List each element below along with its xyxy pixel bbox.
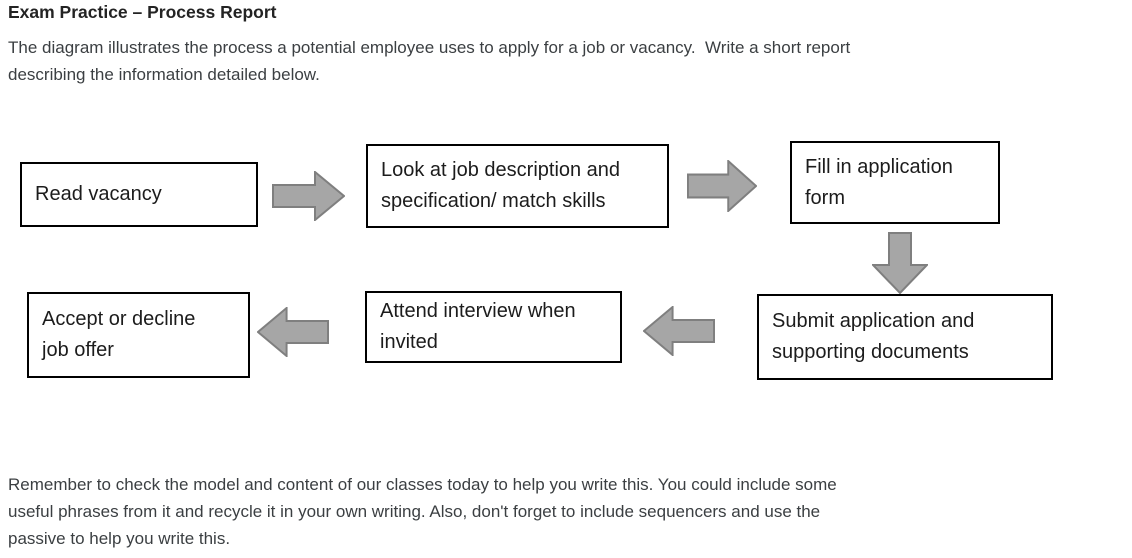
step-box-read-vacancy: Read vacancy [20,162,258,227]
footer-line-3: passive to help you write this. [8,529,231,548]
step-label-application-form: Fill in application form [805,155,953,209]
step-box-submit-application: Submit application and supporting docume… [757,294,1053,380]
left-arrow-icon [257,307,329,357]
page-title: Exam Practice – Process Report [8,2,277,22]
left-arrow-icon [643,306,715,356]
down-arrow-icon [872,232,928,294]
step-label-submit-application: Submit application and supporting docume… [772,310,975,363]
right-arrow-icon [272,171,345,221]
right-arrow-icon [687,160,757,212]
footer-line-1: Remember to check the model and content … [8,475,837,494]
process-flow-diagram: Read vacancy Look at job description and… [20,141,1053,380]
step-box-application-form: Fill in application form [790,141,1000,224]
intro-paragraph: The diagram illustrates the process a po… [8,34,850,88]
intro-line-2: describing the information detailed belo… [8,65,320,84]
step-label-attend-interview: Attend interview when invited [380,300,576,353]
intro-line-1: The diagram illustrates the process a po… [8,38,851,57]
step-box-accept-decline: Accept or decline job offer [27,292,250,378]
step-label-accept-decline: Accept or decline job offer [42,308,196,361]
step-box-attend-interview: Attend interview when invited [365,291,622,363]
step-label-job-description: Look at job description and specificatio… [381,159,621,212]
step-box-job-description: Look at job description and specificatio… [366,144,669,228]
step-label-read-vacancy: Read vacancy [35,183,162,205]
footer-paragraph: Remember to check the model and content … [8,471,837,552]
footer-line-2: useful phrases from it and recycle it in… [8,502,821,521]
